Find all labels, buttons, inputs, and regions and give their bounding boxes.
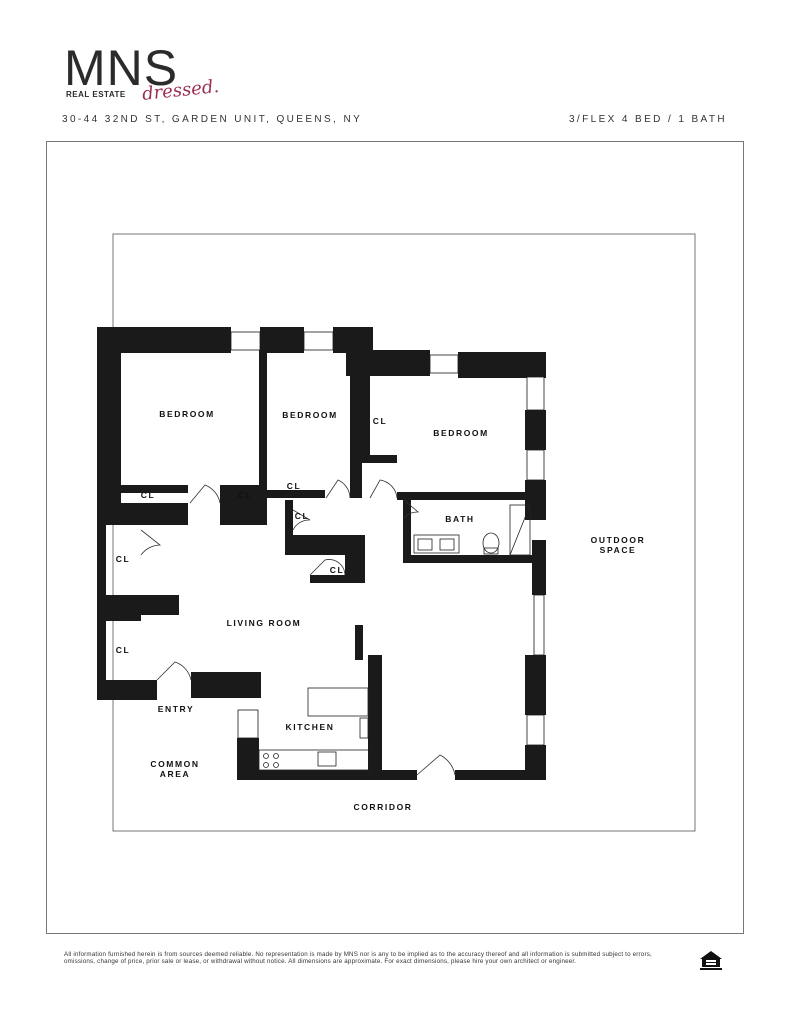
- bedroom-2-label: BEDROOM: [282, 410, 338, 420]
- logo-brand: MNS: [64, 40, 179, 96]
- outdoor-label-2: SPACE: [600, 545, 637, 555]
- common-area-label-1: COMMON: [150, 759, 199, 769]
- plan-frame: [46, 141, 744, 934]
- legal-disclaimer: All information furnished herein is from…: [64, 951, 652, 966]
- mns-logo: MNS REAL ESTATE dressed.: [64, 40, 220, 105]
- living-room-label: LIVING ROOM: [227, 618, 302, 628]
- property-address: 30-44 32ND ST, GARDEN UNIT, QUEENS, NY: [62, 114, 363, 125]
- door-swings: [140, 479, 456, 776]
- walls: [97, 327, 546, 780]
- bedroom-3-label: BEDROOM: [433, 428, 489, 438]
- closet-label: CL: [295, 511, 310, 521]
- common-area-label-2: AREA: [160, 769, 191, 779]
- equal-housing-icon: [700, 951, 722, 970]
- closet-label: CL: [141, 490, 156, 500]
- kitchen-label: KITCHEN: [286, 722, 335, 732]
- bedroom-count: 3/FLEX 4 BED / 1 BATH: [568, 114, 727, 125]
- outdoor-lot-outline: [112, 233, 696, 832]
- corridor-label: CORRIDOR: [353, 802, 412, 812]
- kitchen-fixtures: [258, 687, 370, 771]
- outdoor-label-1: OUTDOOR: [591, 535, 646, 545]
- entry-label: ENTRY: [158, 704, 195, 714]
- closet-label: CL: [373, 416, 388, 426]
- closet-label: CL: [116, 554, 131, 564]
- closet-label: CL: [238, 490, 253, 500]
- bath-label: BATH: [445, 514, 474, 524]
- bedroom-1-label: BEDROOM: [159, 409, 215, 419]
- closet-label: CL: [287, 481, 302, 491]
- windows: [230, 331, 545, 746]
- bath-fixtures: [413, 504, 531, 556]
- closet-label: CL: [116, 645, 131, 655]
- logo-sub: REAL ESTATE: [66, 90, 126, 99]
- closet-label: CL: [330, 565, 345, 575]
